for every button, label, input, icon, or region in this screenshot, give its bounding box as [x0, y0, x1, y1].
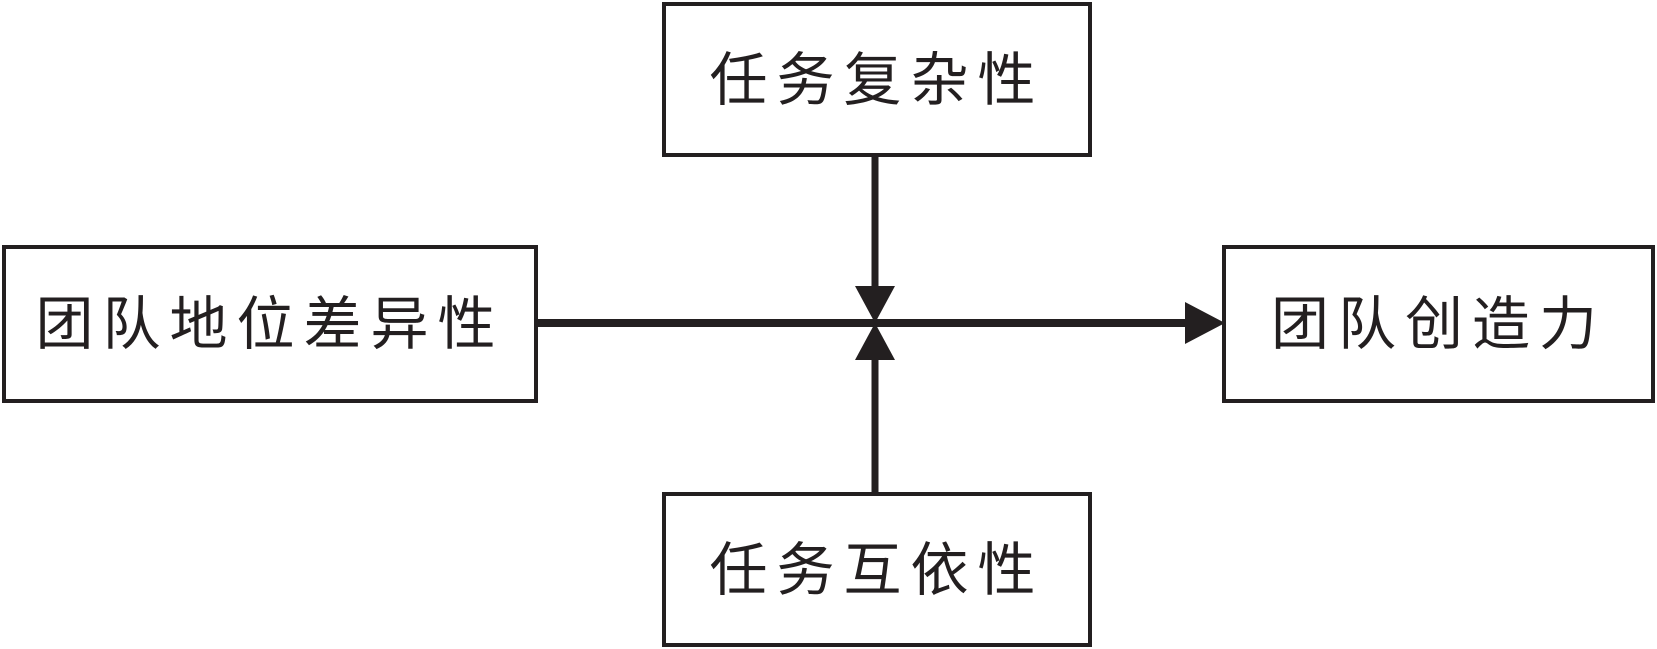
- task-complexity-box: 任务复杂性: [662, 2, 1092, 157]
- status-differentiation-box: 团队地位差异性: [2, 245, 538, 403]
- team-creativity-label: 团队创造力: [1270, 290, 1606, 358]
- outcome-arrowhead: [1185, 302, 1225, 344]
- team-creativity-box: 团队创造力: [1222, 245, 1655, 403]
- task-complexity-label: 任务复杂性: [709, 45, 1045, 114]
- bottom-moderator-arrowhead: [855, 323, 895, 360]
- task-interdependence-label: 任务互依性: [709, 535, 1045, 604]
- status-differentiation-label: 团队地位差异性: [35, 290, 505, 358]
- task-interdependence-box: 任务互依性: [662, 492, 1092, 647]
- top-moderator-arrowhead: [855, 286, 895, 323]
